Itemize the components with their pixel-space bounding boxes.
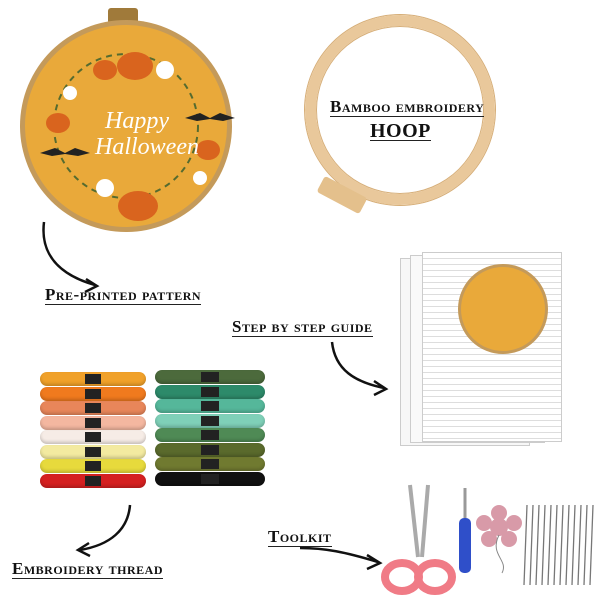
thread-skein — [155, 413, 265, 428]
skein-band — [201, 430, 219, 440]
skein-band — [84, 417, 102, 428]
thread-skein — [40, 386, 146, 401]
thread-skein — [40, 473, 146, 488]
needle — [553, 504, 558, 586]
halloween-wreath — [40, 52, 235, 221]
skein-band — [201, 386, 219, 397]
pumpkin-icon — [46, 52, 220, 221]
thread-skein — [40, 444, 146, 459]
skein-band — [201, 372, 219, 382]
guide-pattern-preview — [458, 264, 548, 354]
scissors-icon — [381, 484, 456, 595]
thread-skein — [40, 372, 146, 386]
seam-ripper-icon — [459, 488, 471, 573]
needles-icon — [523, 504, 594, 586]
needle — [541, 504, 546, 586]
pattern-text-halloween: Halloween — [95, 134, 199, 160]
needle — [589, 504, 594, 586]
needle — [583, 504, 588, 586]
thread-skein — [155, 370, 265, 384]
needle — [565, 504, 570, 586]
thread-skein — [155, 471, 265, 486]
needle — [523, 504, 528, 586]
skein-band — [84, 475, 102, 486]
label-hoop-line1: Bamboo embroidery — [330, 97, 485, 117]
guide-sheets — [400, 250, 565, 448]
skein-band — [84, 432, 102, 442]
bat-icon — [40, 113, 235, 156]
thread-skein — [155, 457, 265, 471]
needle — [559, 504, 564, 586]
skein-band — [201, 401, 219, 411]
needle — [571, 504, 576, 586]
bamboo-hoop — [305, 15, 495, 205]
thread-skein — [40, 415, 146, 430]
skein-band — [201, 459, 219, 469]
thread-skein — [40, 401, 146, 415]
needle-threader-icon — [476, 505, 522, 574]
skein-band — [84, 374, 102, 384]
needle — [547, 504, 552, 586]
needle — [529, 504, 534, 586]
thread-skein — [155, 399, 265, 413]
thread-skein — [40, 459, 146, 473]
needle — [577, 504, 582, 586]
skein-band — [84, 403, 102, 413]
label-toolkit: Toolkit — [268, 527, 332, 547]
skein-band — [201, 473, 219, 484]
skein-band — [201, 444, 219, 455]
skein-band — [201, 415, 219, 426]
label-pattern: Pre-printed pattern — [45, 285, 202, 305]
needle — [535, 504, 540, 586]
skein-band — [84, 461, 102, 471]
thread-skein — [155, 428, 265, 442]
thread-skein — [155, 384, 265, 399]
thread-skein — [155, 442, 265, 457]
label-thread: Embroidery thread — [12, 559, 164, 579]
thread-skein — [40, 430, 146, 444]
pattern-text-happy: Happy — [105, 108, 169, 134]
label-hoop-line2: HOOP — [370, 120, 431, 142]
skein-band — [84, 446, 102, 457]
skein-band — [84, 388, 102, 399]
label-guide: Step by step guide — [232, 317, 373, 337]
skull-icon — [63, 61, 207, 197]
pattern-hoop: Happy Halloween — [20, 8, 235, 233]
